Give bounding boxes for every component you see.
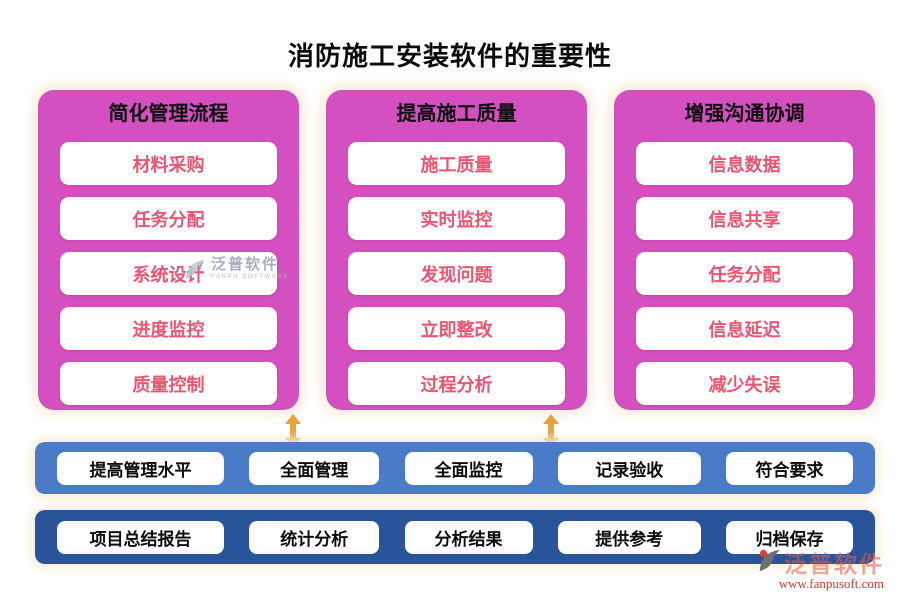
column-item: 过程分析 bbox=[348, 362, 565, 405]
column-improve-quality: 提高施工质量 施工质量 实时监控 发现问题 立即整改 过程分析 bbox=[326, 90, 587, 410]
column-item: 质量控制 bbox=[60, 362, 277, 405]
column-item: 进度监控 bbox=[60, 307, 277, 350]
column-header: 简化管理流程 bbox=[108, 103, 229, 125]
management-level-bar: 提高管理水平 全面管理 全面监控 记录验收 符合要求 bbox=[35, 442, 875, 494]
column-item: 立即整改 bbox=[348, 307, 565, 350]
column-item: 系统设计 bbox=[60, 252, 277, 295]
bar-item: 全面管理 bbox=[249, 451, 380, 485]
bar-item: 符合要求 bbox=[726, 451, 853, 485]
column-header: 提高施工质量 bbox=[396, 103, 517, 125]
bar-item: 提供参考 bbox=[557, 520, 701, 554]
bar-item: 统计分析 bbox=[249, 520, 380, 554]
column-header: 增强沟通协调 bbox=[684, 103, 805, 125]
watermark-url-text: www.fanpusoft.com bbox=[778, 576, 884, 591]
column-item: 任务分配 bbox=[60, 197, 277, 240]
column-item: 减少失误 bbox=[636, 362, 853, 405]
column-enhance-communication: 增强沟通协调 信息数据 信息共享 任务分配 信息延迟 减少失误 bbox=[614, 90, 875, 410]
column-item: 任务分配 bbox=[636, 252, 853, 295]
columns-row: 简化管理流程 材料采购 任务分配 系统设计 进度监控 质量控制 提高施工质量 施… bbox=[38, 90, 875, 410]
bar-item: 全面监控 bbox=[404, 451, 533, 485]
bar-item: 归档保存 bbox=[726, 520, 853, 554]
bar-item: 项目总结报告 bbox=[57, 520, 224, 554]
column-item: 施工质量 bbox=[348, 142, 565, 185]
column-item: 信息数据 bbox=[636, 142, 853, 185]
summary-report-bar: 项目总结报告 统计分析 分析结果 提供参考 归档保存 bbox=[35, 510, 875, 564]
column-item: 信息延迟 bbox=[636, 307, 853, 350]
column-item: 材料采购 bbox=[60, 142, 277, 185]
column-item: 实时监控 bbox=[348, 197, 565, 240]
column-item: 发现问题 bbox=[348, 252, 565, 295]
bar-item: 记录验收 bbox=[557, 451, 701, 485]
bar-item: 分析结果 bbox=[404, 520, 533, 554]
column-item: 信息共享 bbox=[636, 197, 853, 240]
bar-item: 提高管理水平 bbox=[57, 451, 224, 485]
page-title: 消防施工安装软件的重要性 bbox=[287, 41, 612, 71]
column-simplify-management: 简化管理流程 材料采购 任务分配 系统设计 进度监控 质量控制 bbox=[38, 90, 299, 410]
